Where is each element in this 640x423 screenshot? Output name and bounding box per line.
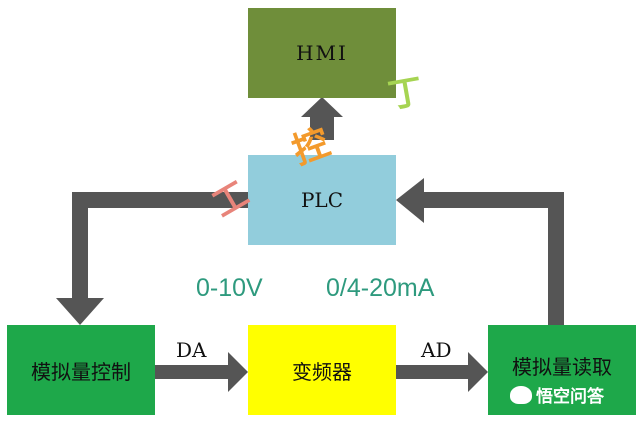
analog-control-box: 模拟量控制 <box>7 325 155 415</box>
hmi-box: HMI <box>248 8 396 98</box>
watermark-logo-icon <box>510 385 532 404</box>
arrow-plc-to-hmi <box>301 97 343 140</box>
plc-box: PLC <box>248 155 396 245</box>
arrow-ad <box>396 352 488 392</box>
arrow-plc-to-analog-control <box>56 192 248 325</box>
hmi-label: HMI <box>296 41 348 65</box>
inverter-label: 变频器 <box>292 359 352 384</box>
da-label: DA <box>176 338 207 362</box>
watermark: 悟空问答 <box>510 382 604 407</box>
analog-control-label: 模拟量控制 <box>31 359 131 384</box>
analog-read-label: 模拟量读取 <box>512 355 612 379</box>
voltage-signal-label: 0-10V <box>196 274 263 302</box>
current-signal-label: 0/4-20mA <box>326 274 435 302</box>
arrow-analog-read-to-plc <box>396 178 564 325</box>
inverter-box: 变频器 <box>248 325 396 415</box>
ad-label: AD <box>421 338 452 362</box>
watermark-text: 悟空问答 <box>536 387 604 407</box>
plc-label: PLC <box>300 188 344 212</box>
arrow-da <box>155 352 248 392</box>
